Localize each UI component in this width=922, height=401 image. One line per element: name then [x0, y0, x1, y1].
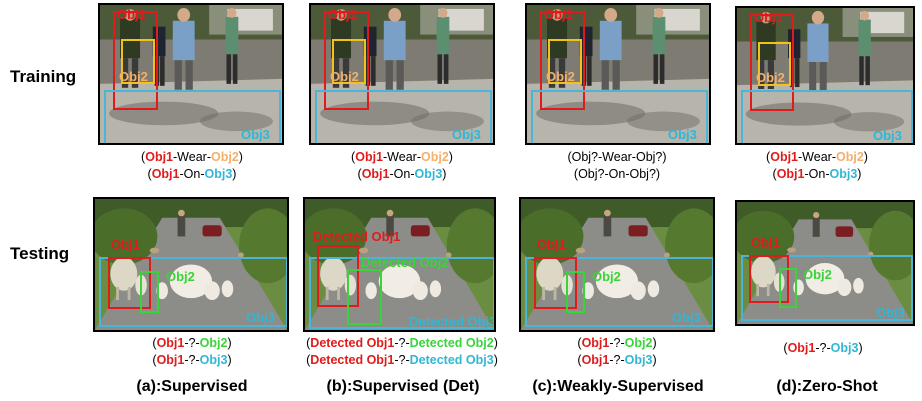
obj2-label: Obj2 — [592, 269, 621, 284]
caption-train-c-line2: (Obj?-On-Obj?) — [573, 167, 661, 181]
obj2-box — [548, 39, 582, 84]
obj3-label: Obj3 — [241, 127, 270, 142]
caption-train-b-line1: (Obj1-Wear-Obj2) — [351, 150, 453, 164]
obj3-label: Obj3 — [452, 127, 481, 142]
obj1-label: Obj1 — [537, 237, 566, 252]
caption-train-a-line2: (Obj1-On-Obj3) — [147, 167, 237, 181]
caption-test-a-line1: (Obj1-?-Obj2) — [152, 336, 232, 350]
testing-image-c: Obj1 Obj2 Obj3 — [519, 197, 715, 332]
obj2-box — [332, 39, 366, 84]
obj2-box — [566, 271, 585, 313]
obj3-box — [315, 90, 492, 143]
subcaption-d: (d):Zero-Shot — [776, 378, 878, 395]
obj1-label: Obj1 — [111, 237, 140, 252]
caption-train-c-line1: (Obj?-Wear-Obj?) — [567, 150, 667, 164]
caption-test-b-line1: (Detected Obj1-?-Detected Obj2) — [306, 336, 498, 350]
obj2-box — [121, 39, 155, 84]
obj3-box — [531, 90, 708, 143]
obj2-label: Obj2 — [546, 69, 575, 84]
detected-obj1-box — [317, 245, 359, 307]
caption-test-b-line2: (Detected Obj1-?-Detected Obj3) — [306, 353, 498, 367]
subcaption-c: (c):Weakly-Supervised — [532, 378, 704, 395]
obj1-box — [749, 255, 789, 303]
training-image-a: Obj1 Obj2 Obj3 — [98, 3, 284, 145]
obj1-box — [108, 257, 151, 309]
obj3-box — [741, 90, 913, 143]
caption-train-d-line2: (Obj1-On-Obj3) — [772, 167, 862, 181]
caption-train-b-line2: (Obj1-On-Obj3) — [357, 167, 447, 181]
obj1-box — [534, 257, 577, 309]
obj2-label: Obj2 — [803, 267, 832, 282]
testing-image-d: Obj1 Obj2 Obj3 — [735, 200, 915, 326]
obj3-box — [525, 257, 713, 327]
obj3-box — [104, 90, 281, 143]
caption-test-d-line1: (Obj1-?-Obj3) — [783, 341, 863, 355]
obj2-box — [779, 268, 797, 308]
obj1-box — [324, 11, 369, 110]
obj1-label: Obj1 — [544, 7, 573, 22]
testing-image-a: Obj1 Obj2 Obj3 — [93, 197, 289, 332]
obj2-label: Obj2 — [119, 69, 148, 84]
row-label-testing: Testing — [10, 244, 70, 263]
detected-obj2-box — [347, 269, 382, 325]
detected-obj3-label: Detected Obj3 — [409, 314, 496, 329]
obj1-box — [540, 11, 585, 110]
caption-train-a-line1: (Obj1-Wear-Obj2) — [141, 150, 243, 164]
obj3-box — [741, 255, 913, 321]
obj2-label: Obj2 — [330, 69, 359, 84]
subcaption-a: (a):Supervised — [136, 378, 248, 395]
caption-test-c-line2: (Obj1-?-Obj3) — [577, 353, 657, 367]
obj1-label: Obj1 — [754, 10, 783, 25]
obj1-box — [750, 14, 794, 111]
obj1-label: Obj1 — [751, 235, 780, 250]
obj3-label: Obj3 — [668, 127, 697, 142]
obj1-box — [113, 11, 158, 110]
detected-obj2-label: Detected Obj2 — [361, 255, 449, 270]
training-image-d: Obj1 Obj2 Obj3 — [735, 6, 915, 145]
testing-image-b: Detected Obj1 Detected Obj2 Detected Obj… — [303, 197, 496, 332]
detected-obj3-box — [309, 257, 494, 329]
training-image-c: Obj1 Obj2 Obj3 — [525, 3, 711, 145]
subcaption-b: (b):Supervised (Det) — [326, 378, 480, 395]
caption-test-a-line2: (Obj1-?-Obj3) — [152, 353, 232, 367]
detected-obj1-label: Detected Obj1 — [313, 229, 401, 244]
obj3-box — [99, 257, 287, 327]
caption-train-d-line1: (Obj1-Wear-Obj2) — [766, 150, 868, 164]
obj3-label: Obj3 — [876, 305, 905, 320]
caption-test-c-line1: (Obj1-?-Obj2) — [577, 336, 657, 350]
obj2-box — [758, 42, 791, 86]
obj2-label: Obj2 — [756, 70, 785, 85]
obj1-label: Obj1 — [117, 7, 146, 22]
obj3-label: Obj3 — [672, 310, 701, 325]
obj3-label: Obj3 — [873, 128, 902, 143]
row-label-training: Training — [10, 67, 77, 86]
training-image-b: Obj1 Obj2 Obj3 — [309, 3, 495, 145]
obj1-label: Obj1 — [328, 7, 357, 22]
obj3-label: Obj3 — [246, 310, 275, 325]
obj2-box — [140, 271, 159, 313]
obj2-label: Obj2 — [166, 269, 195, 284]
